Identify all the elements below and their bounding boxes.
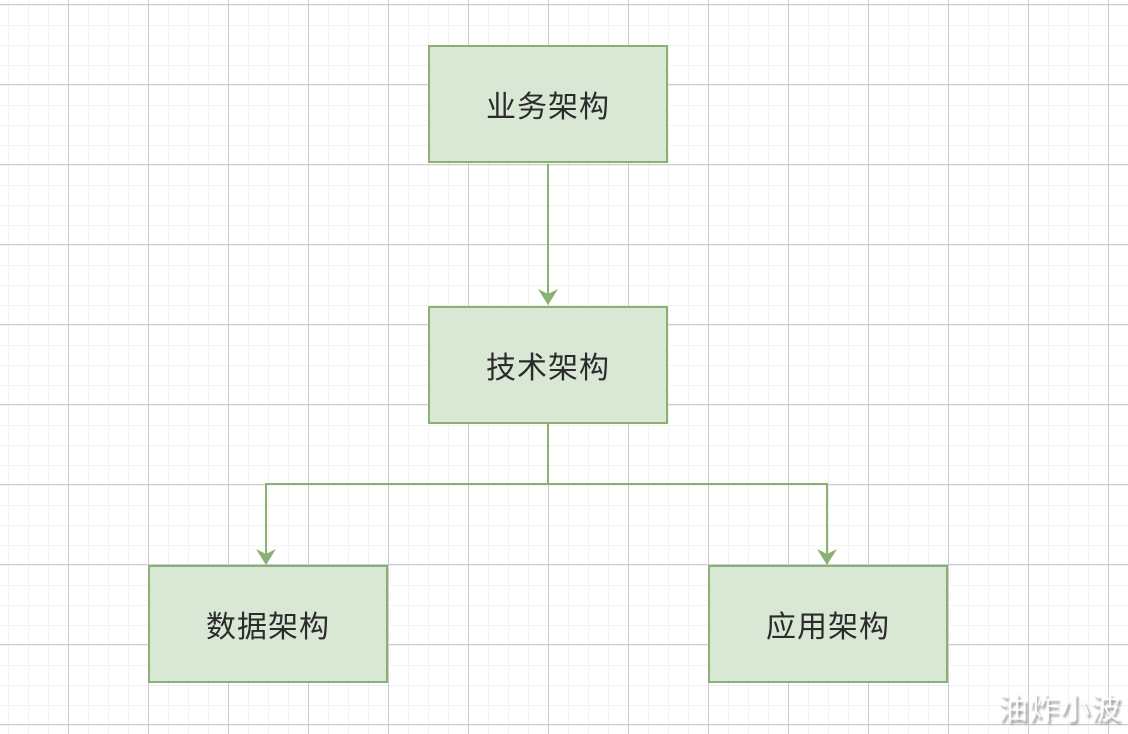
watermark-text: 油炸小波	[998, 693, 1122, 726]
node-label: 数据架构	[206, 611, 330, 644]
edge-line	[265, 424, 549, 554]
arrowhead-down-icon	[817, 549, 837, 565]
edge-technology-to-application	[548, 483, 837, 565]
node-business-architecture: 业务架构	[428, 45, 668, 163]
node-technology-architecture: 技术架构	[428, 306, 668, 424]
node-label: 业务架构	[486, 91, 610, 124]
node-data-architecture: 数据架构	[148, 565, 388, 683]
node-label: 应用架构	[766, 611, 890, 644]
arrowhead-down-icon	[256, 549, 276, 565]
edge-technology-to-data	[256, 424, 549, 565]
node-label: 技术架构	[486, 352, 610, 385]
arrowhead-down-icon	[538, 289, 558, 305]
node-application-architecture: 应用架构	[708, 565, 948, 683]
edge-line	[548, 483, 828, 554]
edge-business-to-technology	[538, 164, 558, 305]
